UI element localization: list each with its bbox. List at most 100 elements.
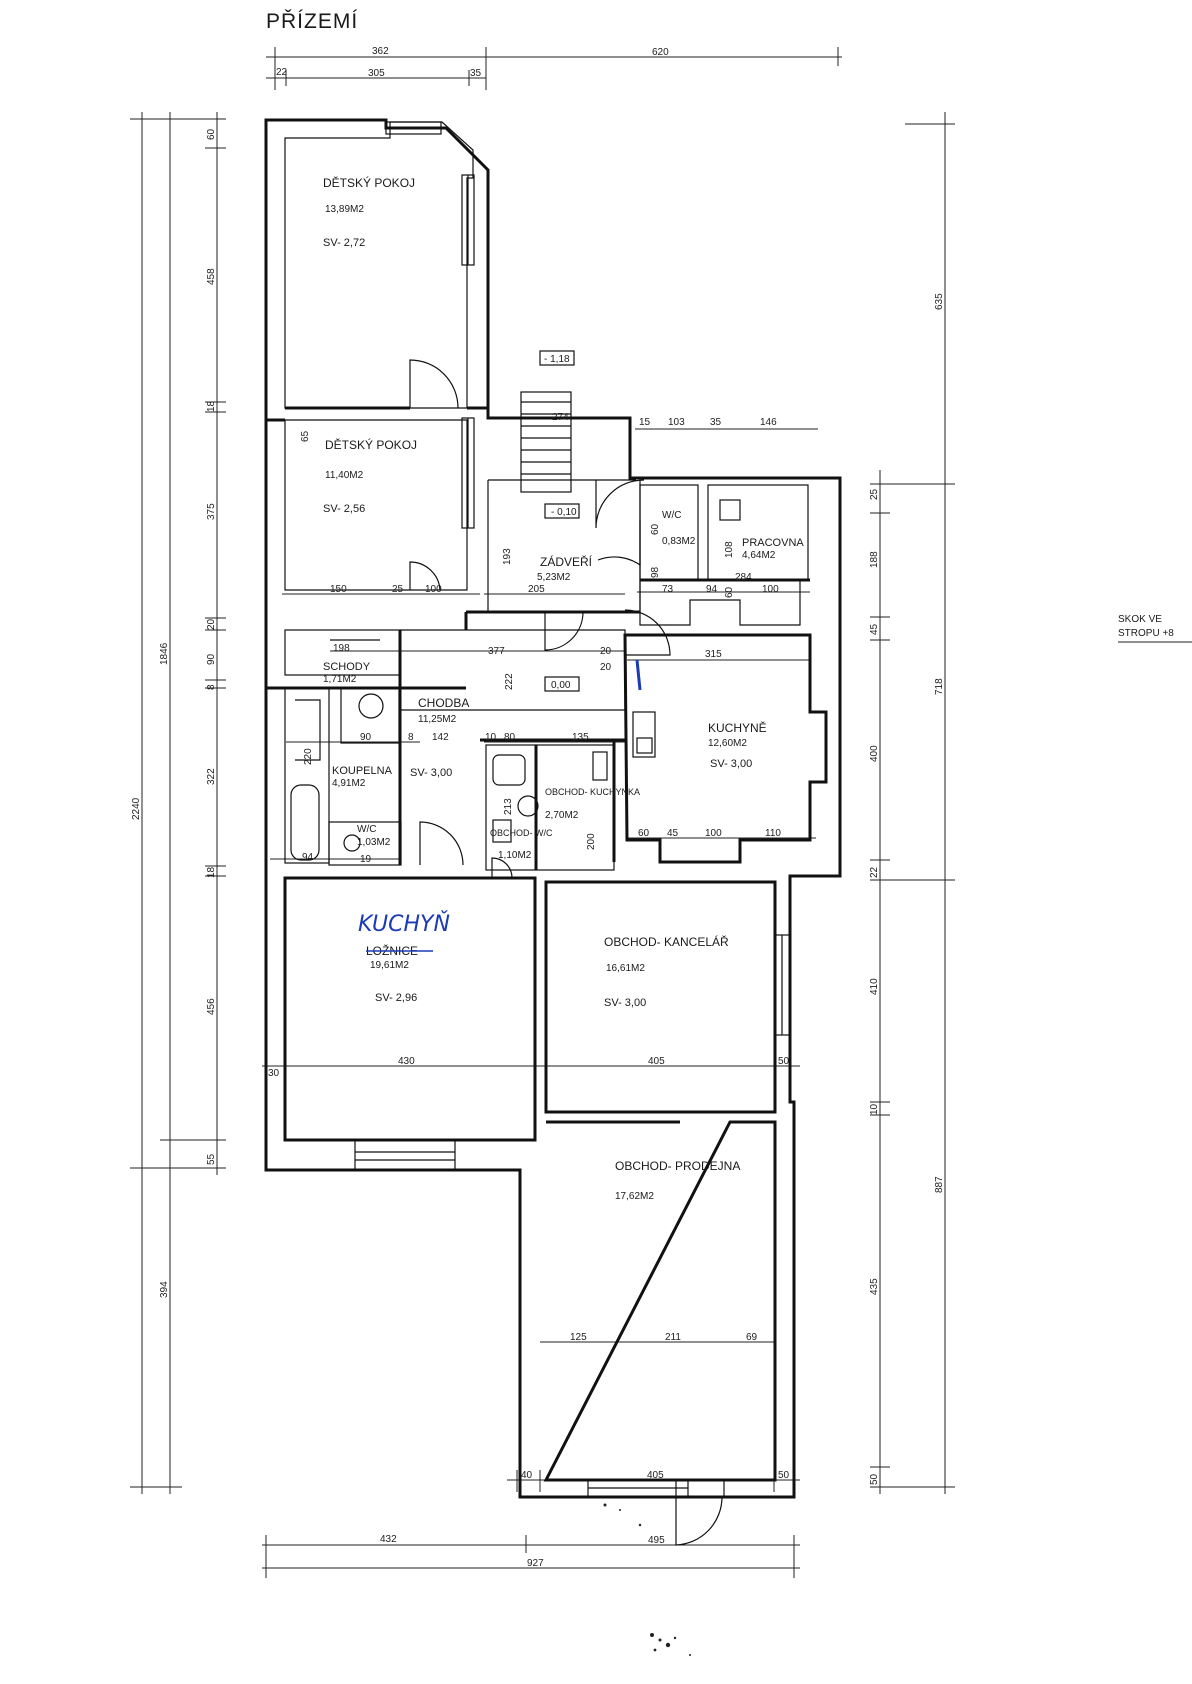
- dim-label: 110: [765, 828, 781, 839]
- dim-label: 60: [650, 523, 661, 535]
- dim-label: 205: [528, 584, 545, 595]
- room-area: 1,03M2: [357, 837, 391, 848]
- room-area: 4,64M2: [742, 550, 776, 561]
- dim-label: 60: [638, 828, 650, 839]
- dim-label: 20: [600, 646, 612, 657]
- dim-label: 400: [869, 745, 880, 762]
- dim-label: 405: [648, 1056, 665, 1067]
- dim-label: 103: [668, 417, 685, 428]
- dim-label: 142: [432, 732, 449, 743]
- level-label: 0,00: [551, 680, 571, 691]
- dim-label: 284: [735, 572, 752, 583]
- dim-label: 375: [206, 503, 217, 520]
- dim-label: 458: [206, 268, 217, 285]
- room-sv: SV- 3,00: [410, 767, 452, 779]
- dim-label: 22: [869, 866, 880, 878]
- dim-label: 90: [360, 732, 372, 743]
- dim-label: 635: [934, 293, 945, 310]
- room-name: OBCHOD- PRODEJNA: [615, 1159, 740, 1173]
- room-area: 12,60M2: [708, 738, 747, 749]
- dim-label: 60: [724, 586, 735, 598]
- room-name: SCHODY: [323, 661, 371, 673]
- dim-label: 150: [330, 584, 347, 595]
- dim-label: 146: [760, 417, 777, 428]
- note-line: STROPU +8: [1118, 628, 1174, 639]
- room-sv: SV- 2,96: [375, 992, 417, 1004]
- note-line: SKOK VE: [1118, 614, 1162, 625]
- dim-label: 19: [360, 854, 372, 865]
- room-name: PRACOVNA: [742, 537, 804, 549]
- dim-label: 45: [667, 828, 679, 839]
- dim-label: 410: [869, 978, 880, 995]
- dim-label: 430: [398, 1056, 415, 1067]
- dim-label: 8: [408, 732, 414, 743]
- dim-label: 30: [268, 1068, 280, 1079]
- dim-label: 135: [572, 732, 589, 743]
- dim-label: 18: [206, 866, 217, 878]
- room-sv: SV- 3,00: [604, 997, 646, 1009]
- page-title: PŘÍZEMÍ: [266, 10, 358, 33]
- dim-label: 125: [570, 1332, 587, 1343]
- dim-label: 94: [302, 852, 314, 863]
- dim-label: 405: [647, 1470, 664, 1481]
- dim-label: 100: [425, 584, 442, 595]
- dim-label: 213: [503, 798, 514, 815]
- handwritten-note: KUCHYŇ: [358, 911, 450, 937]
- dim-label: 73: [662, 584, 674, 595]
- dim-label: 50: [778, 1470, 790, 1481]
- room-area: 2,70M2: [545, 810, 579, 821]
- dim-label: 94: [706, 584, 718, 595]
- dim-label: 188: [869, 551, 880, 568]
- room-name: OBCHOD- W/C: [490, 828, 553, 838]
- dim-label: 435: [869, 1278, 880, 1295]
- dim-label: 305: [368, 68, 385, 79]
- room-area: 17,62M2: [615, 1191, 654, 1202]
- dim-label: 60: [206, 128, 217, 140]
- room-area: 13,89M2: [325, 204, 364, 215]
- dim-label: 394: [159, 1281, 170, 1298]
- dim-label: 222: [504, 673, 515, 690]
- dim-label: 65: [300, 430, 311, 442]
- dimension-lines: [130, 47, 955, 1578]
- dim-label: 2240: [131, 797, 142, 820]
- ceiling-note: SKOK VE STROPU +8: [1118, 614, 1192, 643]
- pen-mark: [635, 659, 642, 691]
- dim-label: 40: [521, 1470, 533, 1481]
- level-label: - 0,10: [551, 507, 577, 518]
- walls: [264, 118, 842, 1546]
- room-sv: SV- 2,56: [323, 503, 365, 515]
- dim-label: 15: [639, 417, 651, 428]
- dim-label: 887: [934, 1176, 945, 1193]
- room-area: 5,23M2: [537, 572, 571, 583]
- room-sv: SV- 3,00: [710, 758, 752, 770]
- room-name: DĚTSKÝ POKOJ: [325, 437, 417, 452]
- dim-label: 69: [746, 1332, 758, 1343]
- dim-label: 211: [665, 1332, 681, 1343]
- dim-label: 8: [206, 684, 217, 690]
- room-name: W/C: [662, 510, 681, 521]
- dim-label: 274: [552, 412, 569, 423]
- dim-label: 18: [206, 400, 217, 412]
- room-area: 11,40M2: [325, 470, 364, 481]
- room-area: 16,61M2: [606, 963, 645, 974]
- room-area: 4,91M2: [332, 778, 366, 789]
- room-name: KUCHYNĚ: [708, 720, 767, 735]
- dim-label: 25: [869, 488, 880, 500]
- room-name: DĚTSKÝ POKOJ: [323, 175, 415, 190]
- dimension-labels: 362 620 22 305 35 2240 1846 394 60 458 1…: [131, 46, 945, 1569]
- dim-label: 25: [392, 584, 404, 595]
- dim-label: 377: [488, 646, 505, 657]
- dim-label: 10: [485, 732, 497, 743]
- dim-label: 10: [869, 1103, 880, 1115]
- room-area: 1,71M2: [323, 674, 357, 685]
- level-label: - 1,18: [544, 354, 570, 365]
- dim-label: 100: [762, 584, 779, 595]
- room-name: KOUPELNA: [332, 765, 393, 777]
- dim-label: 90: [206, 653, 217, 665]
- level-markers: - 1,18 - 0,10 0,00: [539, 350, 580, 692]
- room-area: 11,25M2: [418, 714, 457, 725]
- room-area: 0,83M2: [662, 536, 696, 547]
- dim-label: 315: [705, 649, 722, 660]
- dim-label: 20: [600, 662, 612, 673]
